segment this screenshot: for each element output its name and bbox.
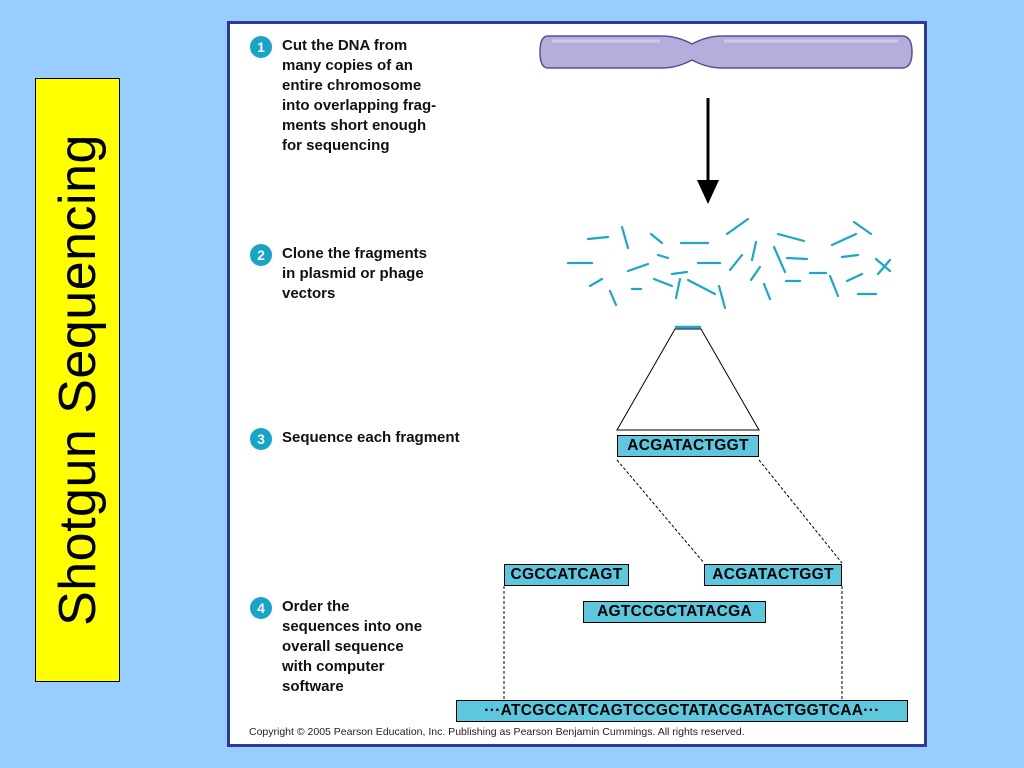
- step-2: 2 Clone the fragments in plasmid or phag…: [250, 244, 427, 304]
- diagram-graphics: [503, 35, 913, 699]
- zoom-triangle: [616, 328, 760, 431]
- step-4-number: 4: [250, 597, 272, 619]
- side-title-box: Shotgun Sequencing: [35, 78, 120, 682]
- diagram-panel: 1 Cut the DNA from many copies of an ent…: [227, 21, 927, 747]
- step-3-number: 3: [250, 428, 272, 450]
- copyright-text: Copyright © 2005 Pearson Education, Inc.…: [249, 726, 745, 738]
- step-2-text: Clone the fragments in plasmid or phage …: [282, 245, 428, 302]
- dna-fragments: [566, 217, 892, 310]
- step-4-text: Order the sequences into one overall seq…: [282, 598, 423, 695]
- fragment-sequence: ACGATACTGGT: [617, 435, 759, 457]
- read-left: CGCCATCAGT: [504, 564, 629, 586]
- step-1-number: 1: [250, 36, 272, 58]
- step-3-text: Sequence each fragment: [282, 429, 460, 446]
- side-title: Shotgun Sequencing: [48, 134, 107, 626]
- step-2-number: 2: [250, 244, 272, 266]
- chromosome: [539, 35, 913, 69]
- step-1: 1 Cut the DNA from many copies of an ent…: [250, 36, 436, 156]
- read-right: ACGATACTGGT: [704, 564, 842, 586]
- step-3: 3 Sequence each fragment: [250, 428, 460, 450]
- read-middle: AGTCCGCTATACGA: [583, 601, 766, 623]
- step-1-text: Cut the DNA from many copies of an entir…: [282, 37, 437, 154]
- overall-sequence: ···ATCGCCATCAGTCCGCTATACGATACTGGTCAA···: [456, 700, 908, 722]
- step-4: 4 Order the sequences into one overall s…: [250, 597, 422, 697]
